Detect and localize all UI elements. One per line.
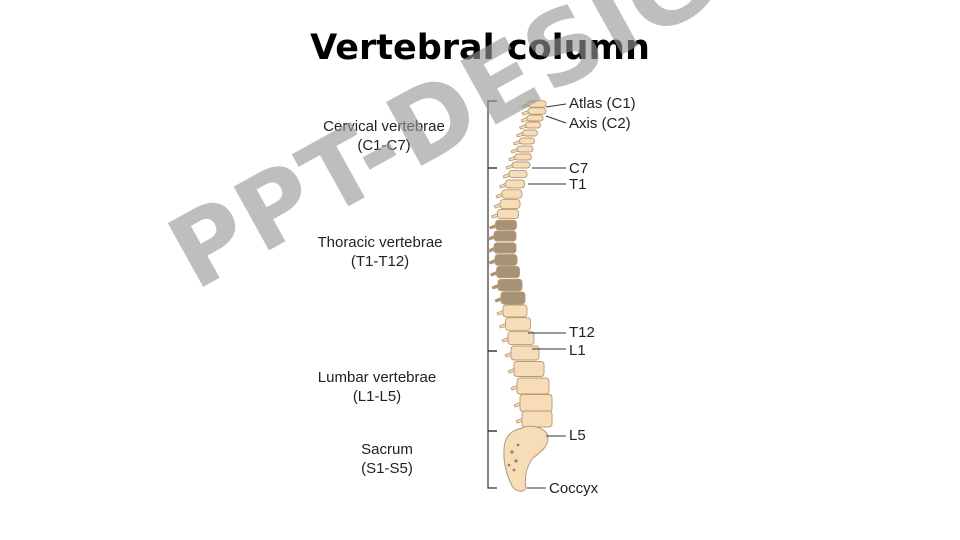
label-c7: C7 xyxy=(569,160,589,177)
vertebra-14 xyxy=(497,208,519,220)
vertebra-20 xyxy=(497,278,523,292)
vertebra-5 xyxy=(522,129,538,137)
leader-atlas xyxy=(545,103,567,108)
region-sacrum: Sacrum (S1-S5) xyxy=(277,440,497,478)
vertebra-7 xyxy=(516,145,534,153)
vertebra-27 xyxy=(516,377,550,395)
vertebra-22 xyxy=(502,304,528,318)
vertebra-3 xyxy=(526,114,544,122)
vertebra-9 xyxy=(511,161,531,169)
leader-lines xyxy=(527,103,567,489)
region-thoracic-range: (T1-T12) xyxy=(350,253,410,270)
label-l1: L1 xyxy=(569,342,586,359)
vertebra-6 xyxy=(519,137,535,145)
label-t1: T1 xyxy=(569,176,587,193)
vertebra-16 xyxy=(493,230,517,242)
vertebra-2 xyxy=(527,107,547,115)
page-title: Vertebral column xyxy=(310,28,650,68)
vertebrae-group xyxy=(487,100,553,428)
region-thoracic-name: Thoracic vertebrae xyxy=(317,234,443,251)
label-axis: Axis (C2) xyxy=(569,115,631,132)
vertebra-10 xyxy=(508,169,528,179)
region-lumbar-range: (L1-L5) xyxy=(352,388,402,405)
region-lumbar-name: Lumbar vertebrae xyxy=(317,369,437,386)
vertebra-19 xyxy=(496,265,520,279)
vertebra-29 xyxy=(521,410,553,428)
vertebra-13 xyxy=(499,199,521,209)
label-l5: L5 xyxy=(569,427,586,444)
label-coccyx: Coccyx xyxy=(549,480,599,497)
region-brackets xyxy=(487,100,497,489)
vertebra-21 xyxy=(500,291,526,305)
vertebra-15 xyxy=(495,219,517,231)
bracket-lumbar xyxy=(487,350,497,432)
vertebra-4 xyxy=(525,121,541,129)
vertebra-1 xyxy=(527,100,547,108)
vertebra-26 xyxy=(513,361,545,377)
sacrum-shape xyxy=(503,425,549,492)
label-atlas: Atlas (C1) xyxy=(569,95,636,112)
region-cervical: Cervical vertebrae (C1-C7) xyxy=(274,117,494,155)
bracket-sacrum xyxy=(487,430,497,489)
bracket-cervical xyxy=(487,100,497,169)
vertebra-24 xyxy=(507,330,535,346)
vertebra-8 xyxy=(514,153,532,161)
vertebra-25 xyxy=(510,345,540,361)
vertebra-17 xyxy=(493,242,517,254)
region-sacrum-range: (S1-S5) xyxy=(361,460,413,477)
vertebra-11 xyxy=(505,179,525,189)
region-cervical-name: Cervical vertebrae xyxy=(323,118,445,135)
vertebra-28 xyxy=(519,394,553,412)
vertebra-18 xyxy=(494,254,518,266)
region-thoracic: Thoracic vertebrae (T1-T12) xyxy=(270,233,490,271)
leader-axis xyxy=(545,115,567,124)
region-cervical-range: (C1-C7) xyxy=(357,137,411,154)
region-sacrum-name: Sacrum xyxy=(361,441,413,458)
region-lumbar: Lumbar vertebrae (L1-L5) xyxy=(267,368,487,406)
vertebra-23 xyxy=(505,317,531,331)
vertebra-12 xyxy=(501,189,523,199)
label-t12: T12 xyxy=(569,324,595,341)
